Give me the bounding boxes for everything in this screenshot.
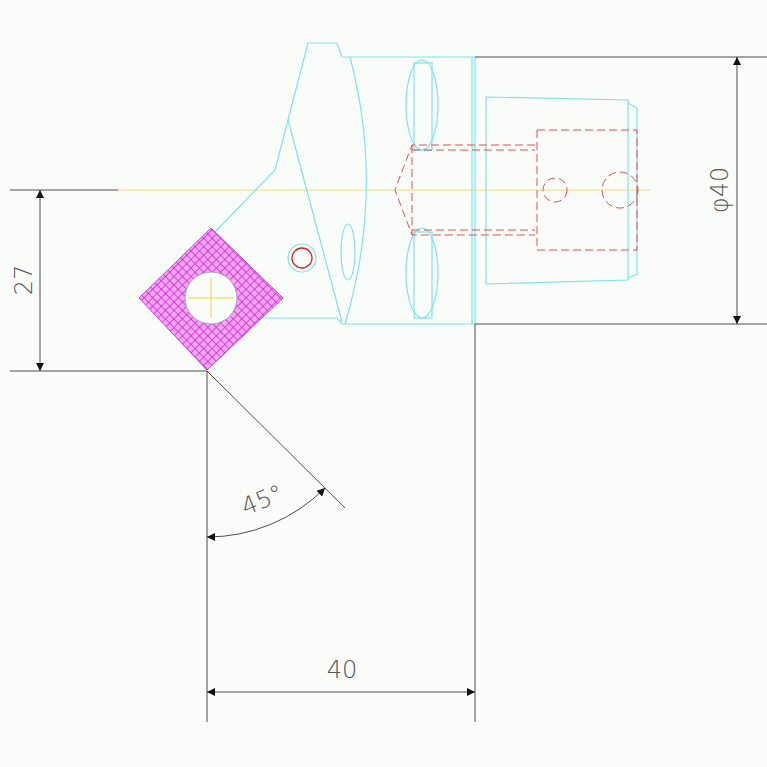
screw <box>292 248 312 268</box>
dimension-27: 27 <box>11 263 37 298</box>
tool-body <box>215 43 637 324</box>
hidden-lines <box>395 130 638 250</box>
insert-hole <box>185 272 237 324</box>
crosshair <box>188 278 234 318</box>
dimension-lines <box>10 57 767 722</box>
dimension-40: 40 <box>325 657 360 683</box>
dimension-diameter: φ40 <box>707 165 733 215</box>
insert <box>139 228 283 370</box>
dimension-angle: 45° <box>236 479 289 521</box>
center-line <box>118 190 650 191</box>
